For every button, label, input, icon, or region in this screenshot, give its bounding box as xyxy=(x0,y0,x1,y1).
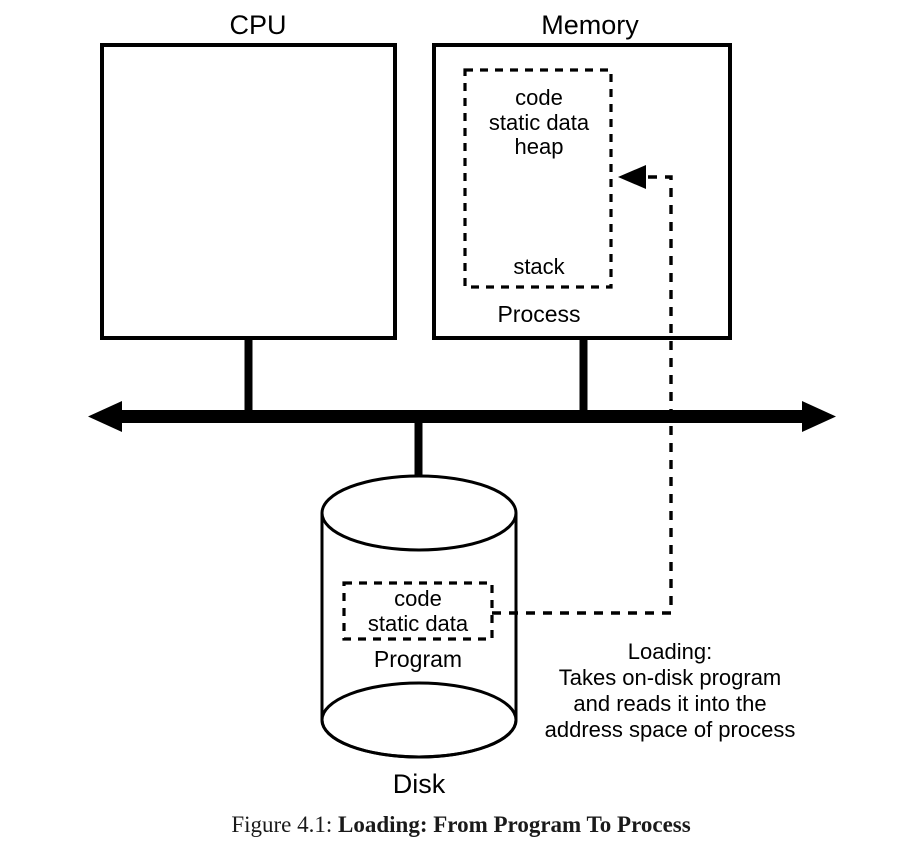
loading-annotation-line-1: Loading: xyxy=(628,639,712,664)
process-segment-heap-label: heap xyxy=(515,134,564,159)
figure-caption-title: Loading: From Program To Process xyxy=(338,812,691,837)
memory-title-label: Memory xyxy=(541,10,639,40)
program-label: Program xyxy=(374,646,462,672)
process-address-space-box xyxy=(463,68,613,289)
loading-annotation-line-4: address space of process xyxy=(545,717,796,742)
process-segment-static-data-label: static data xyxy=(489,110,590,135)
figure-caption: Figure 4.1: Loading: From Program To Pro… xyxy=(0,812,922,838)
program-segment-static-data-label: static data xyxy=(368,611,469,636)
loading-arrowhead xyxy=(618,165,646,189)
disk-cylinder-top xyxy=(320,474,518,552)
process-label: Process xyxy=(497,301,580,327)
loading-annotation-line-3: and reads it into the xyxy=(573,691,766,716)
cpu-box xyxy=(100,43,397,340)
program-box xyxy=(342,581,494,641)
disk-cylinder-bottom-back xyxy=(320,681,518,721)
process-segment-stack-label: stack xyxy=(513,254,565,279)
program-segment-code-label: code xyxy=(394,586,442,611)
process-segment-code-label: code xyxy=(515,85,563,110)
disk-title-label: Disk xyxy=(393,769,446,799)
loading-annotation-line-2: Takes on-disk program xyxy=(559,665,782,690)
bus-arrowhead-right xyxy=(802,401,836,432)
loading-dashed-path xyxy=(492,175,673,615)
figure-caption-prefix: Figure 4.1: xyxy=(231,812,333,837)
bus-arrowhead-left xyxy=(88,401,122,432)
cpu-title-label: CPU xyxy=(229,10,286,40)
memory-box xyxy=(432,43,732,340)
disk-cylinder-bottom-front xyxy=(320,719,518,759)
